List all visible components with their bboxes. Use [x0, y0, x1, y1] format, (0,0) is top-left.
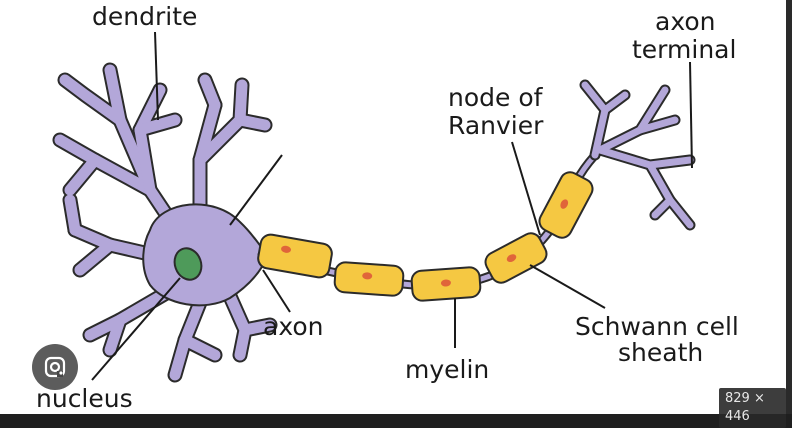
label-schwann-cell-line1: Schwann cell: [575, 312, 739, 341]
label-node-of-ranvier-line2: Ranvier: [448, 111, 544, 140]
label-axon-terminal-line2: terminal: [632, 35, 737, 64]
myelin-segments: [257, 171, 594, 302]
myelin-segment: [257, 233, 333, 279]
lens-icon: [44, 356, 66, 378]
label-axon-terminal-line1: axon: [655, 7, 716, 36]
lens-button[interactable]: [32, 344, 78, 390]
myelin-segment: [333, 261, 405, 297]
label-dendrite: dendrite: [92, 2, 198, 31]
label-schwann-cell-line2: sheath: [618, 338, 704, 367]
myelin-segment: [538, 171, 594, 239]
label-axon: axon: [263, 312, 324, 341]
myelin-segment: [484, 232, 548, 284]
image-size-badge: 829 × 446: [719, 388, 786, 428]
axon-terminal-branches: [579, 79, 696, 231]
nucleus-shape: [173, 247, 203, 281]
cell-body: [142, 203, 270, 307]
neuron-diagram: [52, 31, 696, 383]
myelin-segment: [410, 266, 482, 302]
leader-lines: [91, 31, 693, 381]
scrollbar-strip: [786, 0, 792, 414]
label-myelin: myelin: [405, 355, 490, 384]
label-node-of-ranvier-line1: node of: [448, 83, 543, 112]
